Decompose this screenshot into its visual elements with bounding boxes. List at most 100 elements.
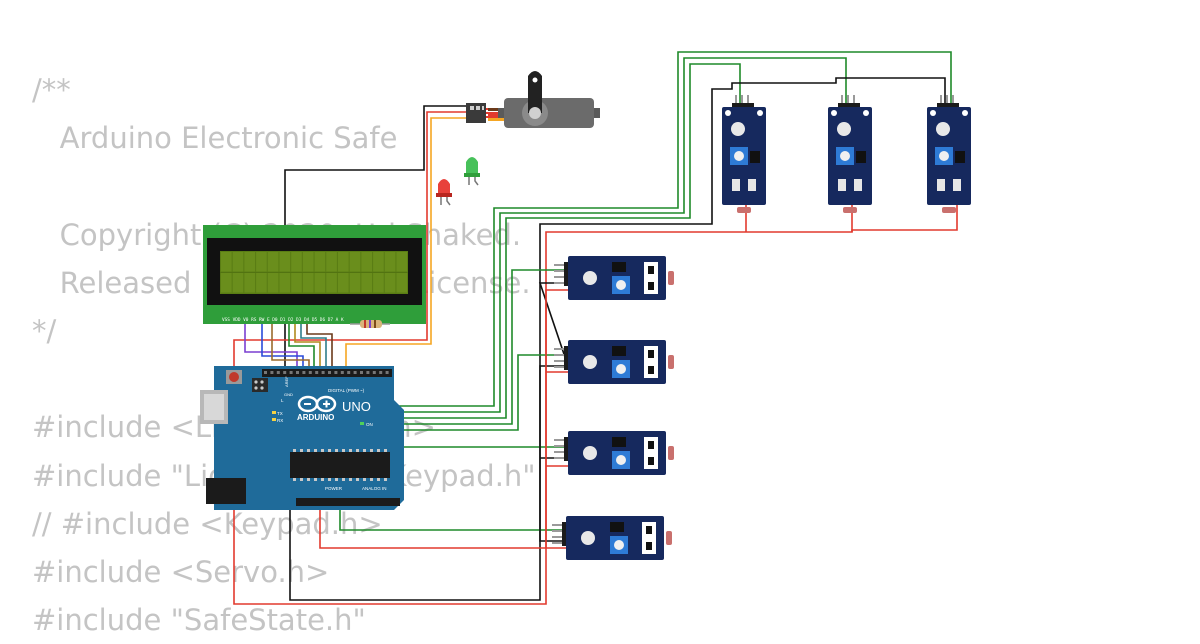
lcd-cell	[361, 273, 372, 293]
code-line: Arduino Electronic Safe	[32, 121, 398, 156]
lcd-cell	[256, 273, 267, 293]
side-sensor-gnds	[538, 282, 570, 542]
header-pin	[353, 371, 357, 374]
lcd-cell	[326, 252, 337, 272]
chip-pin	[356, 478, 359, 481]
smd-component	[732, 179, 740, 191]
sensor-pin	[741, 95, 743, 107]
sensor-pin	[554, 451, 568, 453]
digital-label: DIGITAL (PWM ~)	[328, 388, 365, 393]
comparator-chip	[955, 151, 965, 163]
sensor-pin	[853, 95, 855, 107]
lcd-cell	[302, 273, 314, 293]
chip-pin	[307, 478, 310, 481]
header-pin	[289, 371, 293, 374]
lcd-wire-1	[244, 322, 298, 372]
lcd-cell	[279, 252, 291, 272]
photoresistor	[668, 271, 674, 285]
sensor-modules	[552, 95, 971, 560]
sensor-pin	[946, 95, 948, 107]
circuit-diagram: VSS VDD V0 RS RW E D0 D1 D2 D3 D4 D5 D6 …	[200, 51, 971, 605]
red-led-icon	[436, 179, 452, 206]
lcd-cell	[373, 273, 384, 293]
lcd-cell	[373, 252, 384, 272]
terminal	[648, 441, 654, 449]
chip-pin	[300, 478, 303, 481]
potentiometer-knob	[616, 364, 626, 374]
comparator-chip	[750, 151, 760, 163]
sensor-led	[583, 271, 597, 285]
mount-hole	[757, 110, 763, 116]
green-led-icon	[464, 157, 480, 186]
terminal-block	[644, 346, 658, 378]
lcd-cell	[221, 273, 232, 293]
mount-hole	[863, 110, 869, 116]
sensor-header	[937, 103, 959, 109]
photoresistor	[942, 207, 956, 213]
top-sensor-power	[233, 103, 958, 605]
sensor-header	[564, 346, 570, 370]
photoresistor-module-icon	[554, 340, 674, 384]
code-line: // #include <Keypad.h>	[32, 506, 383, 541]
terminal-block	[642, 522, 656, 554]
chip-pin	[356, 449, 359, 452]
top-sensor-gnd	[289, 77, 946, 601]
lcd-wire-7	[306, 322, 333, 372]
chip-pin	[293, 449, 296, 452]
chip-pin	[384, 478, 387, 481]
sensor-pin	[554, 360, 568, 362]
sensor-pin	[554, 348, 568, 350]
photoresistor-module-icon	[554, 431, 674, 475]
lcd-cell	[302, 252, 314, 272]
header-pin	[270, 371, 274, 374]
servo-signal-wire	[345, 117, 470, 372]
lcd-cell	[256, 252, 267, 272]
l-led-label: L	[281, 398, 284, 403]
chip-pin	[314, 449, 317, 452]
header-pin	[340, 371, 344, 374]
potentiometer-knob	[840, 151, 850, 161]
comparator-chip	[612, 437, 626, 447]
header-pin	[366, 371, 370, 374]
mount-hole	[725, 110, 731, 116]
arduino-logo-icon	[297, 395, 337, 413]
lcd-cell	[338, 273, 349, 293]
header-pin	[264, 371, 267, 374]
smd-component	[838, 179, 846, 191]
chip-pin	[307, 449, 310, 452]
potentiometer-knob	[616, 280, 626, 290]
lcd-cell	[232, 273, 244, 293]
top-sensor-signal-2	[395, 57, 847, 413]
top-sensor-signal-3	[395, 63, 741, 419]
sensor-pin	[554, 270, 568, 272]
photoresistor	[737, 207, 751, 213]
terminal	[648, 350, 654, 358]
header-pin	[276, 371, 280, 374]
lcd-cell	[396, 252, 408, 272]
header-pin	[302, 371, 306, 374]
sensor-header	[564, 262, 570, 286]
atmega-chip	[293, 449, 387, 481]
sensor-pin	[554, 457, 568, 459]
potentiometer-knob	[734, 151, 744, 161]
header-pin	[379, 371, 383, 374]
servo-motor-icon	[466, 71, 600, 128]
sensor-header	[562, 522, 568, 546]
comparator-chip	[856, 151, 866, 163]
chip-pin	[377, 449, 380, 452]
sensor-pin	[554, 282, 568, 284]
sensor-pin	[552, 542, 566, 544]
header-pin	[296, 371, 299, 374]
arduino-uno-board: ARDUINO UNO DIGITAL (PWM ~) ANALOG IN PO…	[200, 366, 404, 510]
sensor-led	[583, 355, 597, 369]
arduino-brand: ARDUINO	[297, 413, 334, 422]
mount-hole	[930, 110, 936, 116]
terminal-block	[644, 262, 658, 294]
lcd-cell	[384, 273, 396, 293]
chip-pin	[300, 449, 303, 452]
sensor-led	[583, 446, 597, 460]
lcd-character-grid	[221, 252, 408, 293]
chip-pin	[321, 449, 324, 452]
top-sensor-signal-1	[395, 51, 952, 407]
lcd-cell	[232, 252, 244, 272]
